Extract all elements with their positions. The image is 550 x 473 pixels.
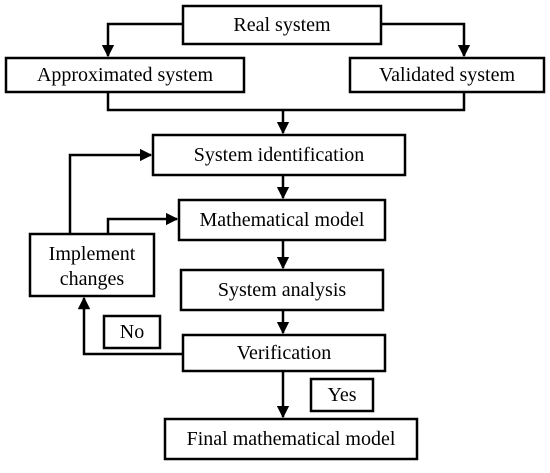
label-yes: Yes (309, 377, 375, 413)
node-implement-changes: Implement changes (28, 232, 156, 298)
node-approximated-system: Approximated system (4, 56, 246, 94)
node-approximated-system-label: Approximated system (37, 64, 214, 86)
label-no-text: No (120, 321, 144, 343)
arrow-real-to-validated (381, 22, 471, 58)
label-yes-text: Yes (327, 384, 356, 406)
node-implement-changes-label-line2: changes (60, 268, 125, 290)
node-mathematical-model: Mathematical model (177, 198, 387, 242)
node-final-mathematical-model: Final mathematical model (163, 417, 419, 461)
node-real-system: Real system (181, 4, 383, 46)
node-verification: Verification (181, 333, 387, 373)
node-system-analysis: System analysis (179, 268, 385, 312)
arrow-implement-to-identification (68, 148, 153, 234)
arrow-real-to-approximated (101, 22, 183, 58)
connectors (68, 22, 471, 419)
node-validated-system: Validated system (348, 56, 546, 94)
arrow-implement-to-model (106, 212, 179, 234)
node-real-system-label: Real system (233, 14, 331, 36)
node-final-mathematical-model-label: Final mathematical model (187, 428, 396, 450)
node-system-identification-label: System identification (194, 144, 365, 166)
node-verification-label: Verification (237, 342, 331, 364)
node-validated-system-label: Validated system (379, 64, 516, 86)
label-no: No (102, 314, 162, 350)
line-approximated-merge (106, 92, 466, 112)
node-mathematical-model-label: Mathematical model (200, 209, 365, 231)
node-system-analysis-label: System analysis (218, 279, 347, 301)
node-implement-changes-label-line1: Implement (49, 243, 136, 265)
node-system-identification: System identification (151, 133, 407, 177)
arrow-verification-to-implement (77, 296, 183, 356)
